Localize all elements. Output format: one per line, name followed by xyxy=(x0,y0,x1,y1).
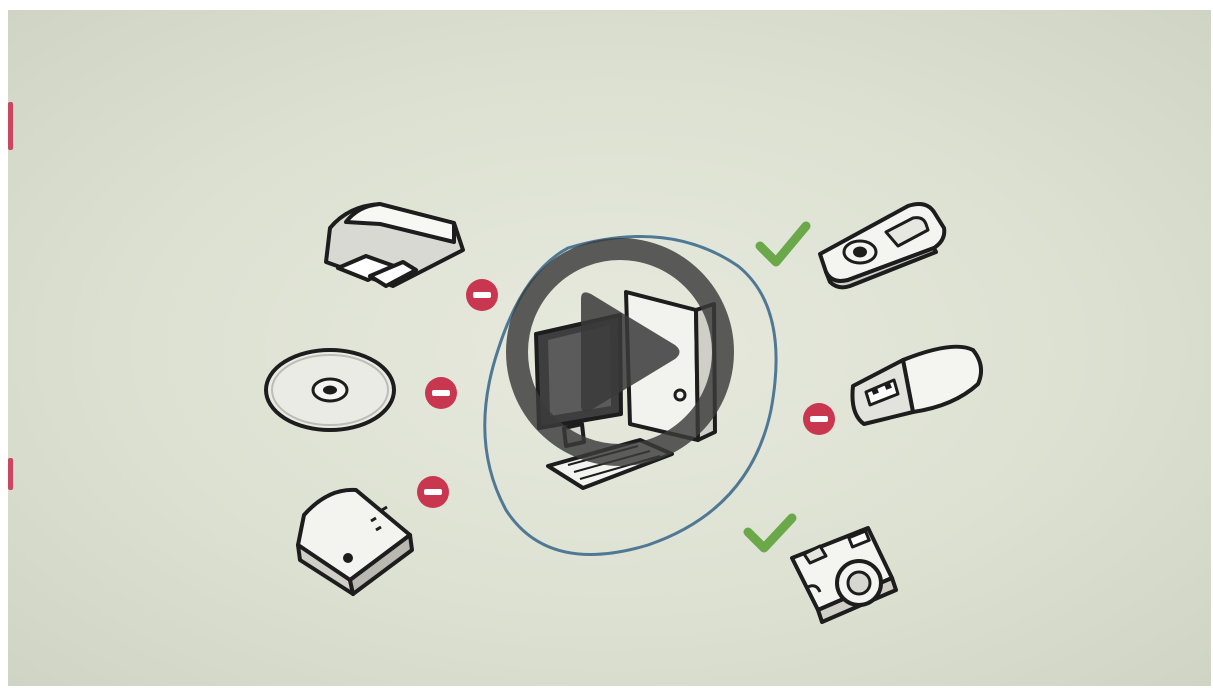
play-icon xyxy=(581,292,680,411)
no-entry-icon xyxy=(803,403,835,435)
media-player-icon xyxy=(820,204,944,287)
checkmark-icon xyxy=(760,226,806,262)
no-entry-icon xyxy=(466,279,498,311)
external-drive-icon xyxy=(298,490,412,594)
no-entry-icon xyxy=(425,377,457,409)
no-entry-icon xyxy=(417,476,449,508)
camera-icon xyxy=(792,528,896,622)
card-reader-icon xyxy=(326,204,463,286)
usb-flash-drive-icon xyxy=(852,347,981,424)
video-player[interactable] xyxy=(8,10,1211,686)
optical-disc-icon xyxy=(266,350,394,430)
play-button[interactable] xyxy=(505,237,735,467)
checkmark-icon xyxy=(748,518,792,548)
